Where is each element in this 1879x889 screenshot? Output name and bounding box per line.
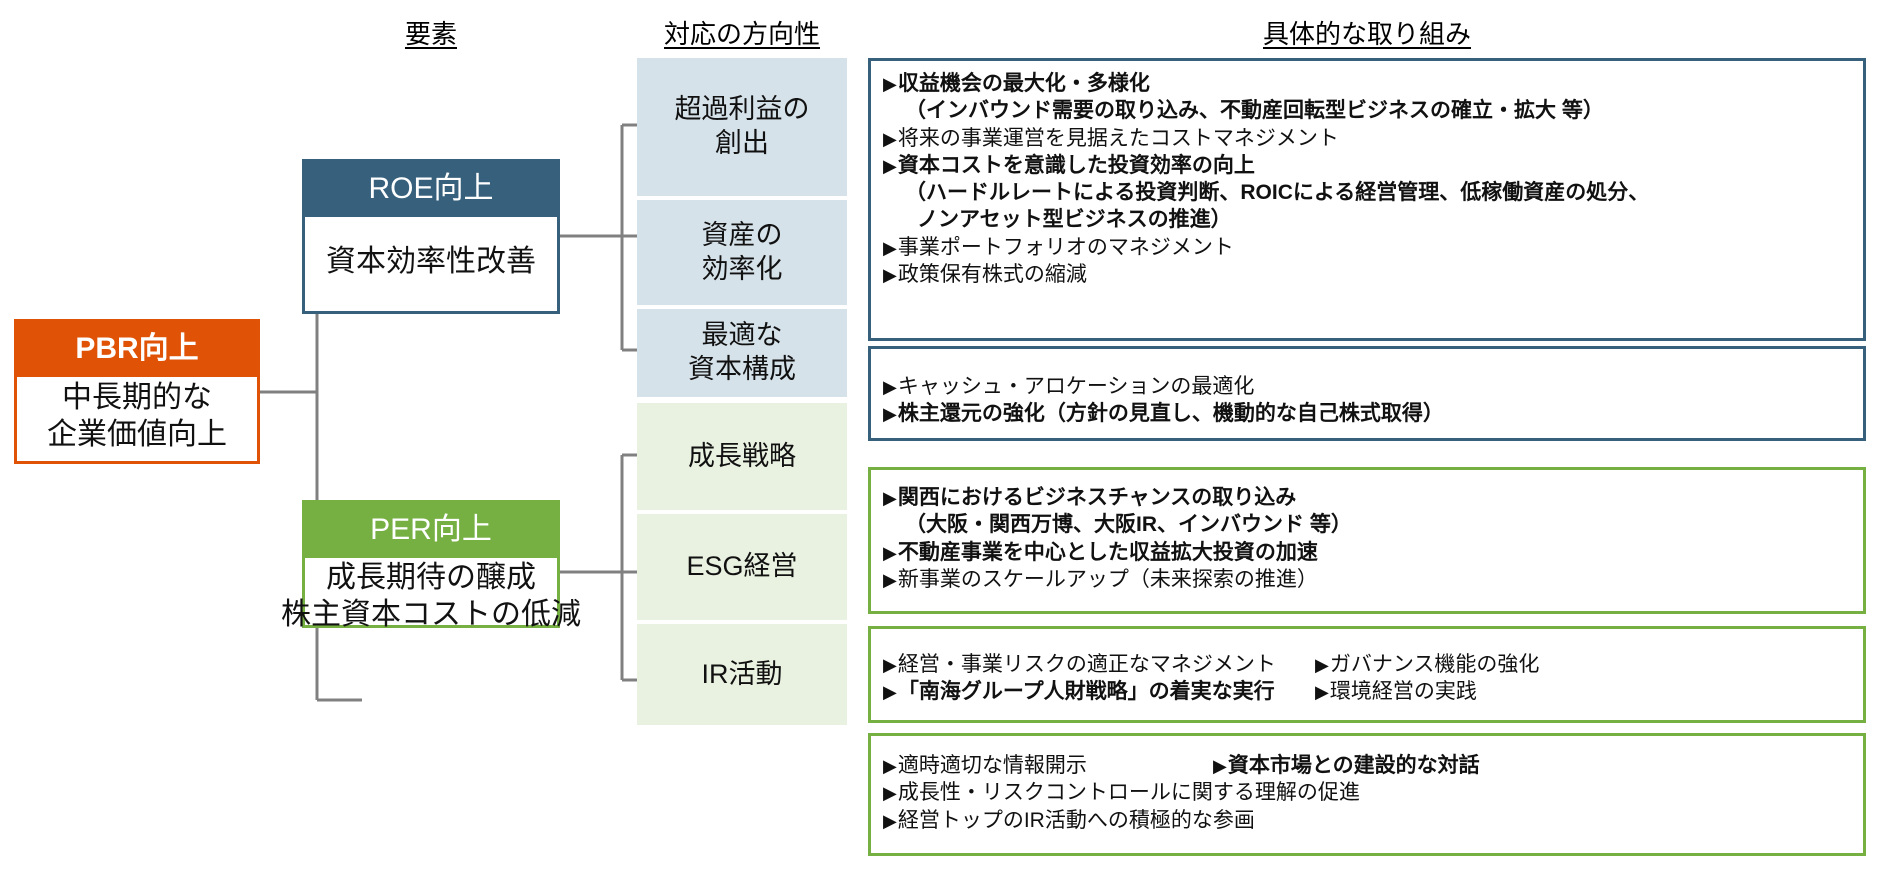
initiative-line: ノンアセット型ビジネスの推進） (917, 208, 1232, 232)
bullet-triangle-icon: ▶ (883, 155, 897, 176)
bullet-triangle-icon: ▶ (883, 682, 897, 703)
column-header-direction: 対応の方向性 (663, 19, 820, 49)
initiative-line: ▶成長性・リスクコントロールに関する理解の促進 (883, 781, 1360, 805)
direction-1-line1: 資産の (701, 219, 783, 250)
kpi-box-per[interactable]: PER向上 成長期待の醸成 株主資本コストの低減 (281, 500, 581, 631)
bullet-triangle-icon: ▶ (883, 128, 897, 149)
direction-box-ir[interactable]: IR活動 (637, 624, 847, 725)
direction-4-line1: ESG経営 (686, 551, 798, 582)
direction-5-line1: IR活動 (701, 658, 783, 689)
initiative-box-ir[interactable]: ▶適時適切な情報開示 ▶資本市場との建設的な対話 ▶成長性・リスクコントロールに… (868, 733, 1866, 856)
initiative-line: ▶事業ポートフォリオのマネジメント (883, 235, 1234, 259)
initiative-line: ▶新事業のスケールアップ（未来探索の推進） (883, 567, 1318, 591)
initiative-line: ▶将来の事業運営を見据えたコストマネジメント (883, 126, 1339, 150)
initiative-box-excess-profit[interactable]: ▶収益機会の最大化・多様化 （インバウンド需要の取り込み、不動産回転型ビジネスの… (868, 58, 1866, 341)
direction-box-esg[interactable]: ESG経営 (637, 514, 847, 620)
column-header-elements: 要素 (404, 19, 457, 49)
direction-3-line1: 成長戦略 (688, 440, 796, 471)
kpi-title-roe: ROE向上 (305, 162, 557, 217)
initiative-box-esg[interactable]: ▶経営・事業リスクの適正なマネジメント ▶ガバナンス機能の強化 ▶「南海グループ… (868, 626, 1866, 723)
initiative-line: ▶適時適切な情報開示 ▶資本市場との建設的な対話 (883, 754, 1480, 777)
bullet-triangle-icon: ▶ (883, 377, 897, 397)
direction-box-asset-efficiency[interactable]: 資産の 効率化 (637, 200, 847, 305)
initiative-line: ▶経営トップのIR活動への積極的な参画 (883, 808, 1255, 832)
kpi-box-pbr[interactable]: PBR向上 中長期的な 企業価値向上 (14, 319, 260, 464)
bullet-triangle-icon: ▶ (883, 756, 897, 776)
bullet-triangle-icon: ▶ (883, 810, 897, 831)
initiative-line: ▶政策保有株式の縮減 (883, 263, 1087, 287)
kpi-per-line2: 株主資本コストの低減 (281, 597, 581, 631)
kpi-per-line1: 成長期待の醸成 (326, 561, 536, 594)
bullet-triangle-icon: ▶ (883, 655, 897, 675)
initiative-line: ▶不動産事業を中心とした収益拡大投資の加速 (883, 540, 1318, 564)
bullet-triangle-icon: ▶ (883, 783, 897, 804)
bullet-triangle-icon: ▶ (883, 265, 897, 286)
direction-2-line1: 最適な (701, 320, 783, 351)
initiative-box-growth-strategy[interactable]: ▶関西におけるビジネスチャンスの取り込み （大阪・関西万博、大阪IR、インバウン… (868, 467, 1866, 614)
direction-box-growth-strategy[interactable]: 成長戦略 (637, 403, 847, 510)
bullet-triangle-icon: ▶ (883, 74, 897, 94)
kpi-body-roe: 資本効率性改善 (305, 217, 557, 311)
direction-0-line2: 創出 (715, 128, 769, 158)
kpi-pbr-line1: 中長期的な (62, 381, 212, 415)
kpi-roe-line1: 資本効率性改善 (326, 244, 536, 278)
kpi-box-roe[interactable]: ROE向上 資本効率性改善 (302, 159, 560, 314)
initiative-line: ▶株主還元の強化（方針の見直し、機動的な自己株式取得） (883, 402, 1444, 426)
bullet-triangle-icon: ▶ (1315, 682, 1329, 703)
direction-2-line2: 資本構成 (688, 354, 796, 384)
kpi-title-per: PER向上 (305, 503, 557, 558)
kpi-body-per: 成長期待の醸成 株主資本コストの低減 (281, 558, 581, 639)
kpi-body-pbr: 中長期的な 企業価値向上 (17, 377, 257, 461)
bullet-triangle-icon: ▶ (883, 542, 897, 563)
direction-0-line1: 超過利益の (674, 94, 810, 125)
initiative-line: ▶「南海グループ人財戦略」の着実な実行 ▶環境経営の実践 (883, 680, 1477, 704)
bullet-triangle-icon: ▶ (883, 404, 897, 425)
bullet-triangle-icon: ▶ (1213, 756, 1227, 776)
initiative-line: ▶キャッシュ・アロケーションの最適化 (883, 375, 1255, 398)
bullet-triangle-icon: ▶ (1315, 655, 1329, 675)
direction-box-excess-profit[interactable]: 超過利益の 創出 (637, 58, 847, 196)
bullet-triangle-icon: ▶ (883, 569, 897, 590)
kpi-pbr-line2: 企業価値向上 (47, 418, 227, 451)
kpi-title-pbr: PBR向上 (17, 322, 257, 377)
initiative-line: （インバウンド需要の取り込み、不動産回転型ビジネスの確立・拡大 等） (905, 99, 1604, 123)
bullet-triangle-icon: ▶ (883, 488, 897, 508)
direction-box-capital-structure[interactable]: 最適な 資本構成 (637, 309, 847, 397)
bullet-triangle-icon: ▶ (883, 237, 897, 258)
initiative-line: （大阪・関西万博、大阪IR、インバウンド 等） (905, 513, 1352, 537)
initiative-line: ▶関西におけるビジネスチャンスの取り込み (883, 486, 1297, 509)
initiative-line: ▶経営・事業リスクの適正なマネジメント ▶ガバナンス機能の強化 (883, 653, 1540, 676)
initiative-line: ▶収益機会の最大化・多様化 (883, 72, 1150, 95)
initiative-box-capital-structure[interactable]: ▶キャッシュ・アロケーションの最適化 ▶株主還元の強化（方針の見直し、機動的な自… (868, 346, 1866, 441)
initiative-line: （ハードルレートによる投資判断、ROICによる経営管理、低稼働資産の処分、 (905, 181, 1650, 205)
direction-1-line2: 効率化 (701, 253, 783, 284)
initiative-line: ▶資本コストを意識した投資効率の向上 (883, 153, 1255, 177)
column-header-initiatives: 具体的な取り組み (1262, 19, 1471, 49)
